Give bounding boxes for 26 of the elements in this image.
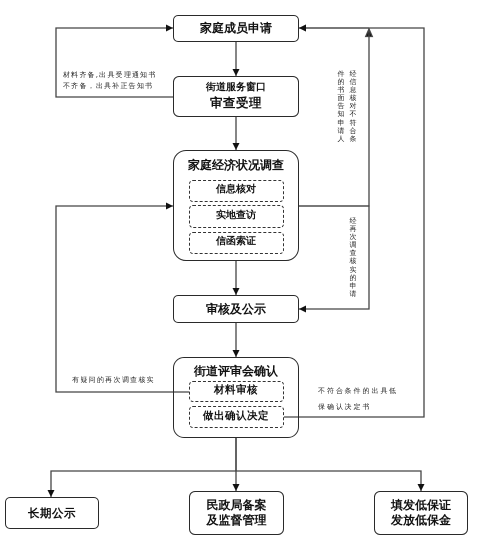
process-box: 家庭成员申请 bbox=[173, 15, 299, 42]
process-box: 填发低保证发放低保金 bbox=[374, 491, 468, 535]
substep-box: 做出确认决定 bbox=[188, 406, 284, 428]
substep-box: 材料审核 bbox=[188, 380, 284, 402]
process-box: 长期公示 bbox=[5, 497, 99, 529]
arrow bbox=[232, 117, 240, 150]
substep-box: 信息核对 bbox=[188, 180, 284, 202]
arrow bbox=[232, 323, 240, 357]
arrow bbox=[232, 261, 240, 295]
group-heading: 街道评审会确认 bbox=[194, 364, 278, 379]
step-title: 审查受理 bbox=[210, 95, 262, 112]
substep-box: 信函索证 bbox=[188, 232, 284, 254]
arrow bbox=[232, 42, 240, 76]
arrow bbox=[55, 202, 189, 393]
arrow bbox=[284, 24, 425, 418]
arrow bbox=[55, 24, 173, 98]
process-box: 民政局备案及监督管理 bbox=[189, 491, 284, 535]
group-heading: 家庭经济状况调查 bbox=[188, 158, 284, 173]
group-box bbox=[173, 150, 299, 261]
process-box: 审核及公示 bbox=[173, 295, 299, 323]
process-box bbox=[173, 76, 299, 117]
arrow bbox=[299, 205, 370, 312]
step-subtitle: 街道服务窗口 bbox=[206, 81, 266, 96]
group-box bbox=[173, 357, 299, 438]
substep-box: 实地查访 bbox=[188, 204, 284, 228]
arrow bbox=[235, 438, 424, 491]
